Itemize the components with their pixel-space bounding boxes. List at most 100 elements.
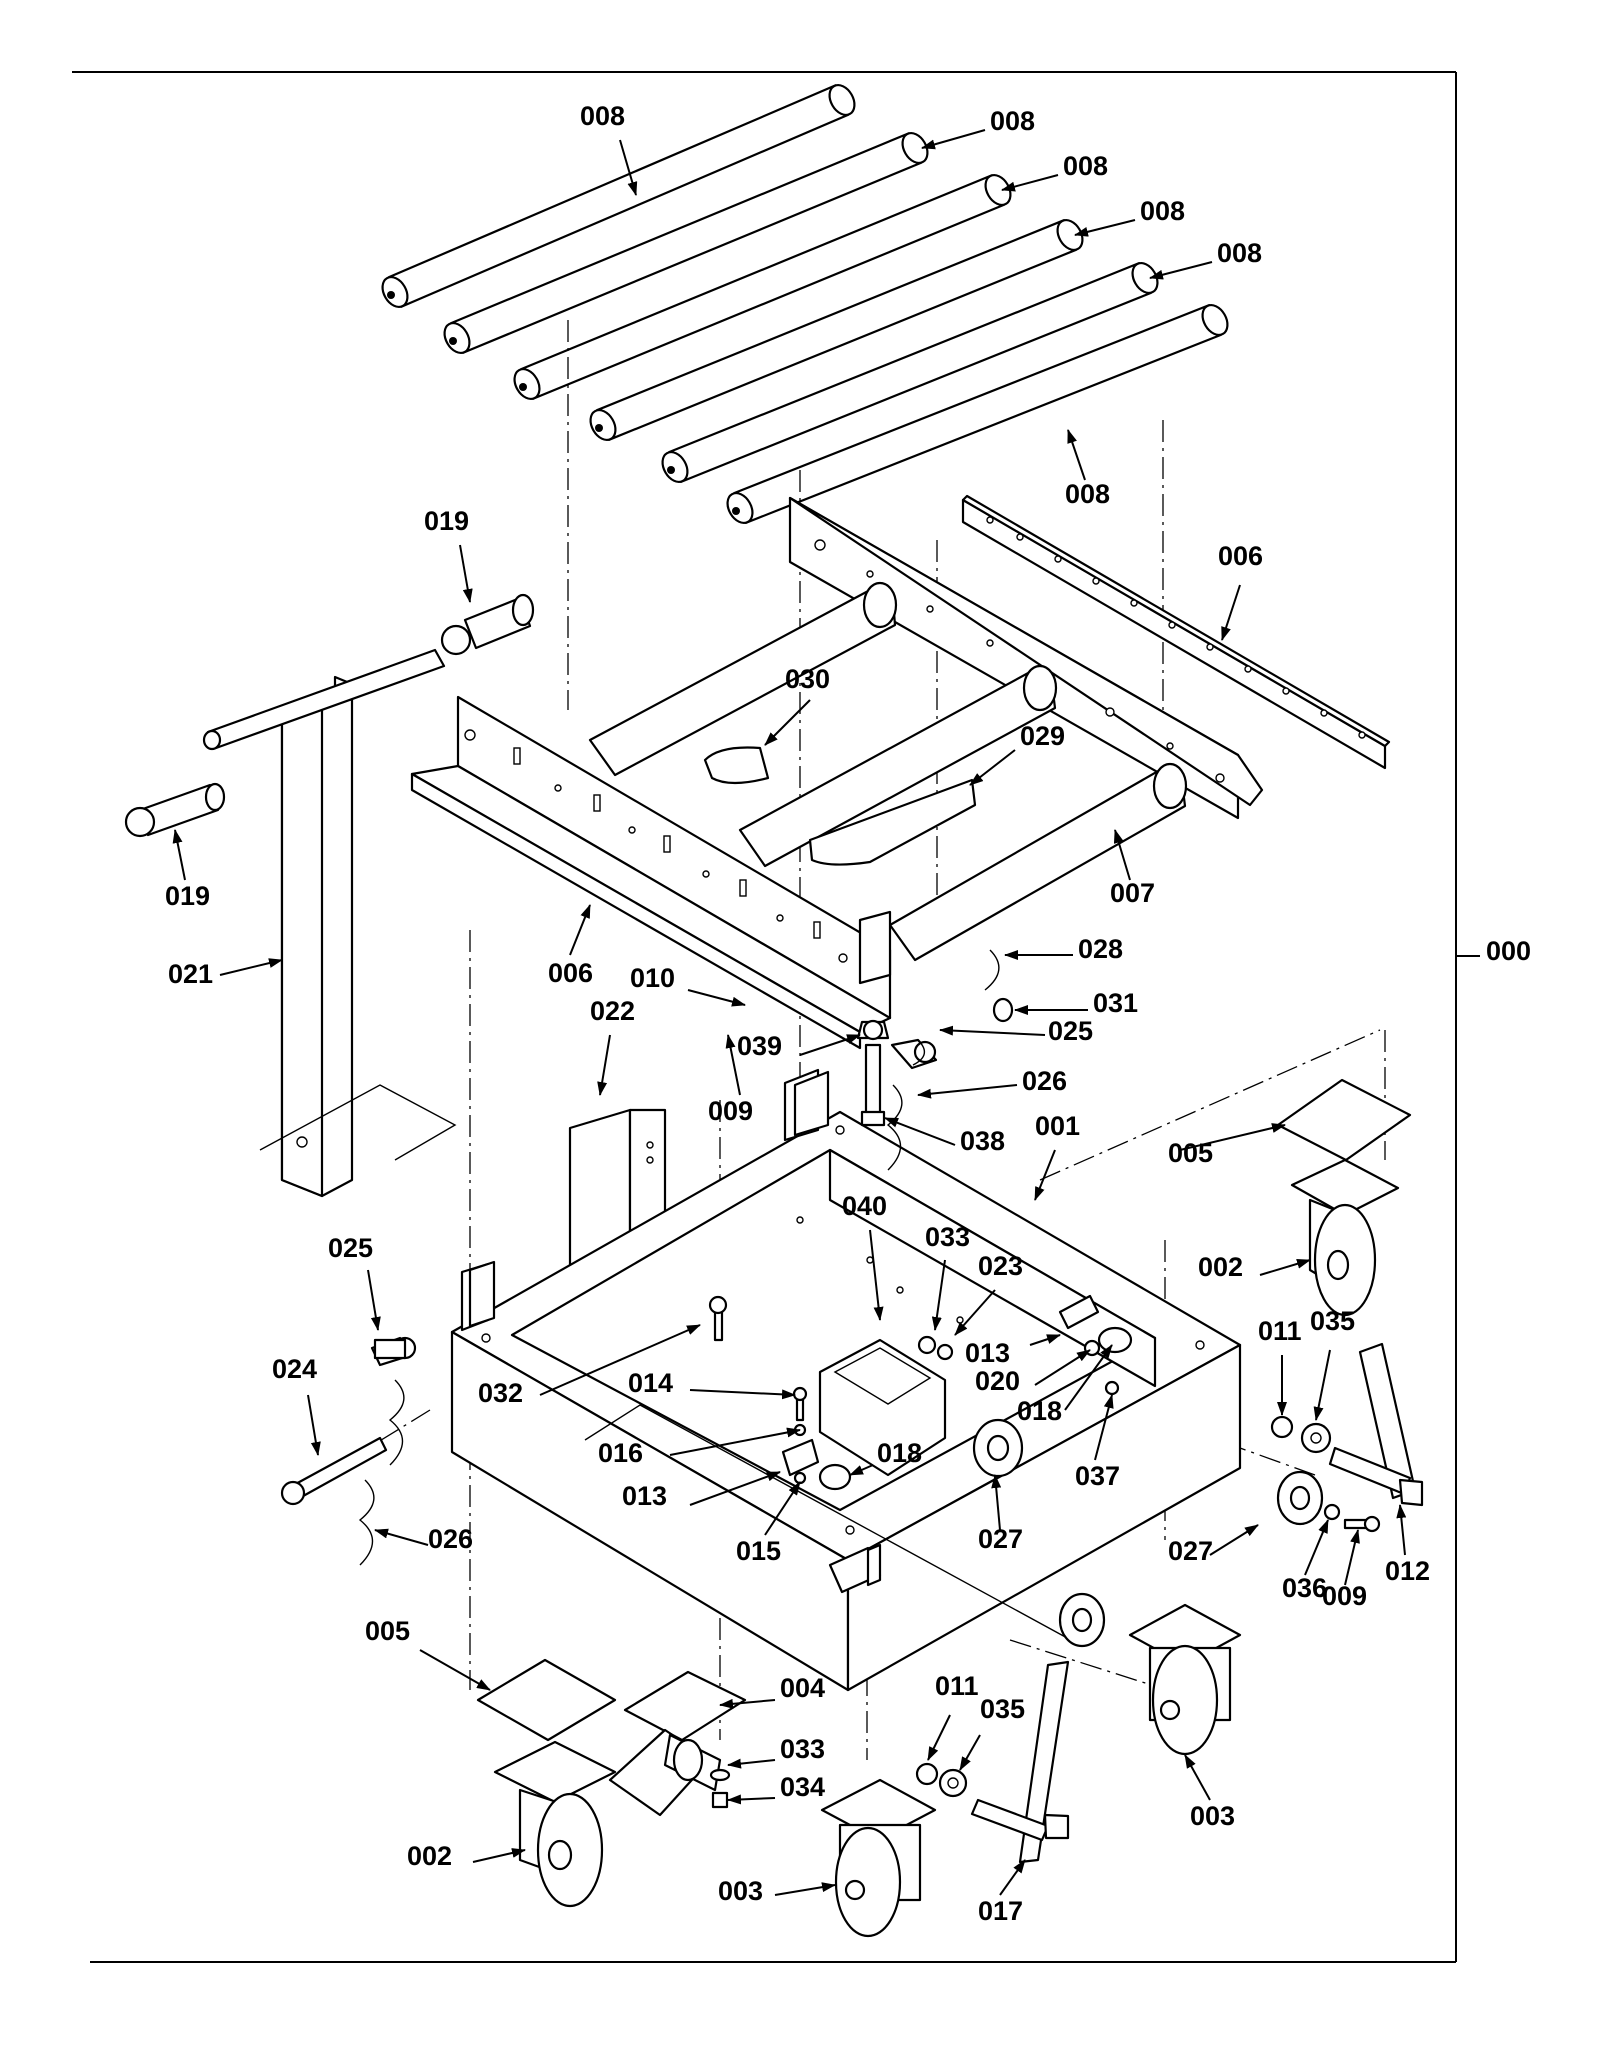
callout-leader-arrow xyxy=(954,1289,996,1336)
callout-label: 009 xyxy=(708,1096,753,1126)
handlebar-019 xyxy=(124,593,535,838)
callout-leader-arrow xyxy=(419,1649,491,1691)
callout-leader-arrow xyxy=(1313,1349,1331,1421)
callout-label: 030 xyxy=(785,664,830,694)
callout-leader-arrow xyxy=(1304,1519,1329,1576)
callout-leader-arrow xyxy=(931,1259,946,1331)
callout-leader-arrow xyxy=(1344,1529,1360,1586)
side-rail-006-right xyxy=(961,494,1391,770)
callout-label: 038 xyxy=(960,1126,1005,1156)
foot-pads-029-030 xyxy=(703,746,977,866)
callout-label: 036 xyxy=(1282,1573,1327,1603)
cross-tubes-007 xyxy=(588,581,1188,962)
callout-label: 029 xyxy=(1020,721,1065,751)
callout-leader-arrow xyxy=(1396,1504,1407,1556)
callout-leader-arrow xyxy=(1034,1149,1056,1201)
callout-leader-arrow xyxy=(689,1389,796,1400)
callout-leader-arrow xyxy=(725,1034,741,1096)
callout-label: 006 xyxy=(1218,541,1263,571)
upper-frame-front-plate xyxy=(410,695,892,1050)
callout-leader-arrow xyxy=(597,1034,611,1096)
upper-frame-rear-plate xyxy=(788,496,1264,820)
drawing-frame xyxy=(72,71,1480,1963)
callout-label: 024 xyxy=(272,1354,317,1384)
callout-label: 007 xyxy=(1110,878,1155,908)
callout-leader-arrow xyxy=(1184,1754,1211,1801)
callout-label: 033 xyxy=(780,1734,825,1764)
callout-label: 035 xyxy=(980,1694,1025,1724)
callout-label: 004 xyxy=(780,1673,825,1703)
callout-label: 012 xyxy=(1385,1556,1430,1586)
callout-leader-arrow xyxy=(921,129,986,150)
callout-label: 005 xyxy=(365,1616,410,1646)
callout-label: 011 xyxy=(1258,1316,1302,1346)
callout-label: 040 xyxy=(842,1191,887,1221)
callout-label: 008 xyxy=(580,101,625,131)
callout-label: 021 xyxy=(168,959,213,989)
callout-label: 013 xyxy=(622,1481,667,1511)
callout-label: 002 xyxy=(407,1841,452,1871)
callout-leader-arrow xyxy=(307,1394,321,1456)
callout-leader-arrow xyxy=(884,1117,956,1146)
callout-leader-arrow xyxy=(869,1229,884,1321)
hardware-033-034 xyxy=(709,1768,731,1809)
callout-label: 000 xyxy=(1486,936,1531,966)
callout-leader-arrow xyxy=(1067,429,1086,481)
callout-leader-arrow xyxy=(1001,174,1059,192)
callout-leader-arrow xyxy=(959,1734,981,1771)
rollers-008 xyxy=(381,83,1229,525)
callout-leader-arrow xyxy=(539,1324,701,1396)
callout-label: 032 xyxy=(478,1378,523,1408)
bolt-038 xyxy=(856,1019,890,1127)
callout-leader-arrow xyxy=(727,1794,776,1805)
callout-label: 003 xyxy=(718,1876,763,1906)
callout-leader-arrow xyxy=(1113,829,1131,881)
caster-003-right xyxy=(1128,1603,1242,1756)
callout-leader-arrow xyxy=(1259,1258,1311,1276)
callout-label: 018 xyxy=(877,1438,922,1468)
callout-label: 015 xyxy=(736,1536,781,1566)
callout-label: 008 xyxy=(1065,479,1110,509)
callout-leader-arrow xyxy=(1209,1524,1259,1556)
roller-008 xyxy=(726,303,1229,525)
callout-leader-arrow xyxy=(1094,1394,1114,1461)
callout-leader-arrow xyxy=(764,1481,801,1536)
callout-label: 011 xyxy=(935,1671,979,1701)
wheels-027 xyxy=(972,1418,1324,1648)
caster-plate-005-left xyxy=(476,1658,617,1742)
callout-leader-arrow xyxy=(687,989,746,1007)
callout-label: 008 xyxy=(990,106,1035,136)
callout-label: 028 xyxy=(1078,934,1123,964)
callout-leader-arrow xyxy=(799,1034,861,1056)
caster-002-left xyxy=(493,1740,617,1908)
roller-008 xyxy=(513,173,1012,401)
callout-leader-arrow xyxy=(669,1427,801,1456)
callout-label: 025 xyxy=(328,1233,373,1263)
callout-label: 035 xyxy=(1310,1306,1355,1336)
callout-label: 013 xyxy=(965,1338,1010,1368)
callout-label: 008 xyxy=(1063,151,1108,181)
callout-label: 025 xyxy=(1048,1016,1093,1046)
caster-plate-005-right xyxy=(1276,1078,1412,1162)
roller-008 xyxy=(661,261,1159,484)
callout-leader-arrow xyxy=(569,904,591,956)
callout-label: 017 xyxy=(978,1896,1023,1926)
callout-label: 027 xyxy=(978,1524,1023,1554)
lever-012 xyxy=(1328,1342,1424,1507)
callout-leader-arrow xyxy=(689,1471,781,1506)
callout-label: 008 xyxy=(1140,196,1185,226)
callout-label: 034 xyxy=(780,1772,825,1802)
callout-label: 003 xyxy=(1190,1801,1235,1831)
caster-004 xyxy=(608,1670,747,1817)
callout-label: 008 xyxy=(1217,238,1262,268)
callout-label: 018 xyxy=(1017,1396,1062,1426)
pin-025-left xyxy=(358,949,1014,1566)
caster-003-mid xyxy=(820,1778,937,1938)
callout-label: 001 xyxy=(1035,1111,1080,1141)
roller-008 xyxy=(443,131,929,355)
callout-label: 020 xyxy=(975,1366,1020,1396)
callout-label: 031 xyxy=(1093,988,1138,1018)
callout-leader-arrow xyxy=(619,139,638,196)
